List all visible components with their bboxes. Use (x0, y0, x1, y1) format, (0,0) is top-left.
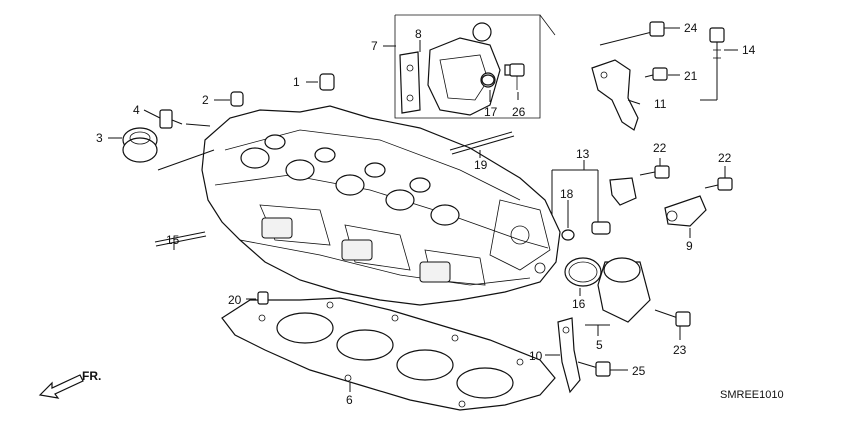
callout-5: 5 (596, 338, 603, 352)
diagram-code: SMREE1010 (720, 389, 784, 401)
callout-22-right: 22 (718, 151, 732, 165)
head-gasket (221, 297, 556, 411)
o-ring-17 (481, 74, 495, 86)
callout-2: 2 (202, 93, 209, 107)
callout-7: 7 (371, 39, 378, 53)
sensor-13 (591, 177, 637, 235)
callout-22-upper: 22 (653, 141, 667, 155)
callout-1: 1 (293, 75, 300, 89)
callout-3: 3 (96, 131, 103, 145)
cap-2 (230, 91, 244, 107)
sensor-4 (159, 109, 183, 129)
water-outlet-5 (597, 257, 651, 323)
stud-15 (154, 231, 207, 247)
callout-18: 18 (560, 187, 574, 201)
callout-23: 23 (673, 343, 687, 357)
plug-3 (122, 127, 158, 163)
callout-11: 11 (654, 97, 667, 111)
front-direction-label: FR. (82, 369, 101, 383)
callout-21: 21 (684, 69, 698, 83)
bolt-23 (654, 309, 691, 327)
front-direction-arrow (38, 374, 84, 399)
spool-valve-group-box (394, 14, 556, 119)
bolt-14 (709, 27, 725, 100)
bolt-22a (639, 165, 670, 179)
callout-14: 14 (742, 43, 756, 57)
bolt-24 (599, 21, 665, 46)
callout-13: 13 (576, 147, 590, 161)
callout-26: 26 (512, 105, 526, 119)
callout-20: 20 (228, 293, 242, 307)
callout-10: 10 (529, 349, 543, 363)
callout-17: 17 (484, 105, 498, 119)
cap-1 (319, 73, 335, 91)
water-outlet-9 (664, 195, 707, 227)
callout-6: 6 (346, 393, 353, 407)
callout-15: 15 (166, 233, 180, 247)
callout-8: 8 (415, 27, 422, 41)
callout-25: 25 (632, 364, 646, 378)
stud-19 (449, 131, 515, 155)
o-ring-16 (564, 257, 602, 287)
callout-labels: 1 2 3 4 5 6 7 8 9 10 11 13 14 15 16 17 1… (96, 21, 756, 407)
bolt-26 (509, 63, 525, 77)
bolt-25 (577, 361, 611, 377)
leader-lines (108, 27, 738, 392)
callout-9: 9 (686, 239, 693, 253)
callout-24: 24 (684, 21, 698, 35)
callout-19: 19 (474, 158, 488, 172)
dowel-20 (257, 291, 269, 305)
bolt-22b (704, 177, 733, 191)
bolt-21 (644, 67, 668, 81)
callout-16: 16 (572, 297, 586, 311)
bracket-10 (557, 317, 581, 394)
bracket-11 (591, 59, 639, 131)
callout-4: 4 (133, 103, 140, 117)
o-ring-18 (561, 229, 575, 241)
cylinder-head (201, 105, 561, 306)
